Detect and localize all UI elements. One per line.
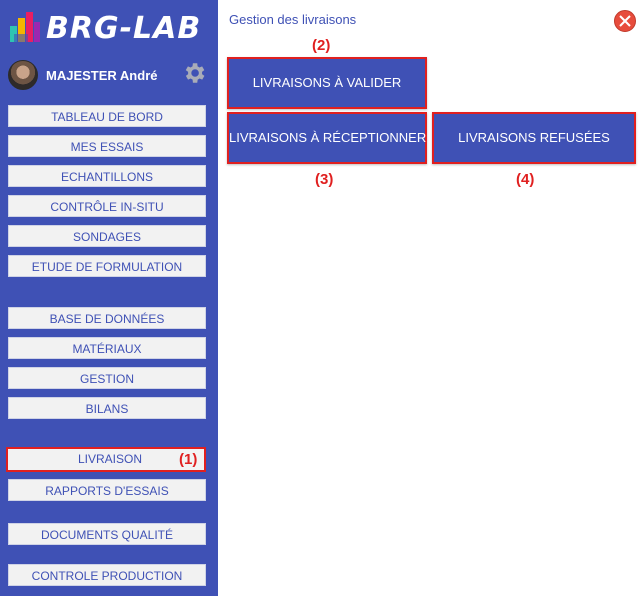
sidebar-item-controle-in-situ[interactable]: CONTRÔLE IN-SITU — [8, 195, 206, 217]
sidebar-item-base-de-donnees[interactable]: BASE DE DONNÉES — [8, 307, 206, 329]
annotation-3: (3) — [315, 171, 334, 188]
annotation-2: (2) — [312, 37, 331, 54]
user-profile: MAJESTER André — [8, 60, 213, 90]
sidebar-item-sondages[interactable]: SONDAGES — [8, 225, 206, 247]
sidebar: BRG-LAB MAJESTER André TABLEAU DE BORD M… — [0, 0, 218, 596]
sidebar-item-livraison[interactable]: LIVRAISON (1) — [6, 447, 206, 472]
user-name: MAJESTER André — [46, 68, 158, 83]
sidebar-item-tableau-de-bord[interactable]: TABLEAU DE BORD — [8, 105, 206, 127]
sidebar-item-documents-qualite[interactable]: DOCUMENTS QUALITÉ — [8, 523, 206, 545]
livraisons-a-receptionner-button[interactable]: LIVRAISONS À RÉCEPTIONNER — [227, 112, 427, 164]
annotation-4: (4) — [516, 171, 535, 188]
livraisons-refusees-button[interactable]: LIVRAISONS REFUSÉES — [432, 112, 636, 164]
gear-icon[interactable] — [181, 60, 207, 86]
page-title: Gestion des livraisons — [229, 12, 357, 27]
sidebar-item-gestion[interactable]: GESTION — [8, 367, 206, 389]
close-button[interactable] — [614, 10, 636, 32]
sidebar-item-controle-production[interactable]: CONTROLE PRODUCTION — [8, 564, 206, 586]
brg-lab-logo-icon — [10, 12, 40, 42]
close-icon — [619, 15, 631, 27]
app-logo-text: BRG-LAB — [46, 11, 202, 46]
avatar[interactable] — [8, 60, 38, 90]
sidebar-item-echantillons[interactable]: ECHANTILLONS — [8, 165, 206, 187]
sidebar-item-etude-de-formulation[interactable]: ETUDE DE FORMULATION — [8, 255, 206, 277]
brand-logo[interactable]: BRG-LAB — [8, 8, 213, 48]
annotation-1: (1) — [179, 451, 198, 468]
sidebar-item-bilans[interactable]: BILANS — [8, 397, 206, 419]
sidebar-item-mes-essais[interactable]: MES ESSAIS — [8, 135, 206, 157]
livraisons-a-valider-button[interactable]: LIVRAISONS À VALIDER — [227, 57, 427, 109]
sidebar-item-livraison-label: LIVRAISON — [78, 452, 143, 466]
sidebar-item-rapports-d-essais[interactable]: RAPPORTS D'ESSAIS — [8, 479, 206, 501]
sidebar-item-materiaux[interactable]: MATÉRIAUX — [8, 337, 206, 359]
